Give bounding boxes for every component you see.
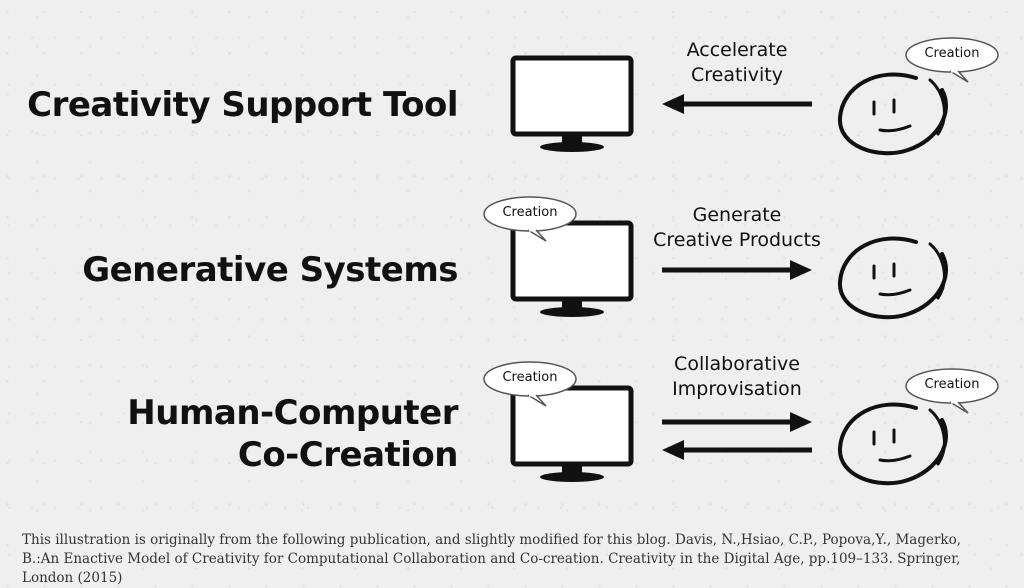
row-label-line: Generative Systems — [82, 250, 458, 290]
bubble-text-human-row1: Creation — [924, 46, 980, 61]
arrow-label-row2: Generate Creative Products — [627, 203, 847, 253]
row-label-line: Creativity Support Tool — [27, 85, 458, 125]
arrow-label-line: Accelerate — [686, 39, 788, 61]
row-label-line: Human-Computer — [127, 393, 458, 433]
row-label-human-computer-co-creation: Human-Computer Co-Creation — [127, 392, 458, 476]
arrow-label-line: Creative Products — [653, 229, 821, 251]
left-arrow-row1 — [662, 94, 812, 114]
right-arrow-row3 — [662, 412, 812, 432]
smiley-face-icon-row1 — [837, 72, 949, 156]
smiley-face-icon-row3 — [837, 402, 949, 486]
computer-monitor-icon-row2 — [513, 223, 631, 317]
row-label-creativity-support-tool: Creativity Support Tool — [27, 84, 458, 126]
diagram-graphics — [482, 36, 1000, 486]
computer-monitor-icon-row1 — [513, 58, 631, 152]
computer-monitor-icon-row3 — [513, 388, 631, 482]
row-label-generative-systems: Generative Systems — [82, 249, 458, 291]
citation-text: This illustration is originally from the… — [22, 532, 962, 586]
row-label-line: Co-Creation — [237, 435, 459, 475]
left-arrow-row3 — [662, 440, 812, 460]
arrow-label-line: Generate — [692, 204, 782, 226]
arrow-label-line: Creativity — [691, 64, 783, 86]
smiley-face-icon-row2 — [837, 236, 949, 320]
bubble-text-human-row3: Creation — [924, 377, 980, 392]
arrow-label-line: Collaborative — [674, 353, 800, 375]
arrow-label-row1: Accelerate Creativity — [627, 38, 847, 88]
creativity-models-diagram: Creativity Support Tool Generative Syste… — [22, 36, 1000, 586]
right-arrow-row2 — [662, 260, 812, 280]
bubble-text-computer-row3: Creation — [502, 370, 558, 385]
arrow-label-row3: Collaborative Improvisation — [627, 352, 847, 402]
arrow-label-line: Improvisation — [672, 378, 802, 400]
bubble-text-computer-row2: Creation — [502, 205, 558, 220]
